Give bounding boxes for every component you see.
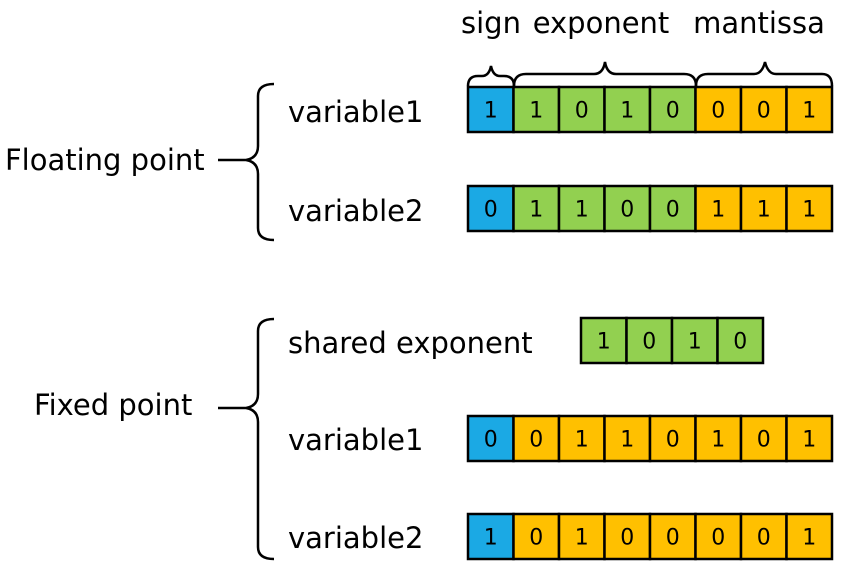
floating-variable2-bit-value: 0 bbox=[620, 198, 634, 223]
exponent-brace bbox=[512, 61, 698, 87]
floating-variable2-bit-value: 1 bbox=[757, 198, 771, 223]
fixed-variable1-bit-value: 0 bbox=[666, 428, 680, 453]
fixed-variable1-bit-value: 1 bbox=[711, 428, 725, 453]
fixed-variable1-bit-value: 0 bbox=[529, 428, 543, 453]
floating-variable1-mantissa-bit-cell bbox=[739, 85, 788, 134]
floating-point-label: Floating point bbox=[5, 143, 205, 177]
fixed-variable2-bit-value: 1 bbox=[802, 526, 816, 551]
fixed-variable1-mantissa-bit-cell bbox=[557, 414, 606, 463]
floating-variable1-bit-value: 0 bbox=[711, 99, 725, 124]
fixed-variable2-bit-value: 0 bbox=[711, 526, 725, 551]
floating-variable2-label: variable2 bbox=[288, 194, 424, 228]
fixed-variable1-bit-value: 0 bbox=[757, 428, 771, 453]
floating-variable1-bit-value: 0 bbox=[575, 99, 589, 124]
fixed-variable1-register: 0 0 1 1 0 1 0 1 bbox=[466, 414, 834, 463]
floating-variable1-exponent-bit-cell bbox=[648, 85, 697, 134]
floating-variable2-bit-value: 1 bbox=[575, 198, 589, 223]
fixed-variable1-sign-bit-cell bbox=[466, 414, 515, 463]
floating-variable2-exponent-bit-cell bbox=[512, 184, 561, 233]
fixed-variable1-bit-value: 1 bbox=[575, 428, 589, 453]
floating-variable1-bit-value: 1 bbox=[484, 99, 498, 124]
mantissa-brace bbox=[694, 61, 834, 87]
mantissa-label: mantissa bbox=[693, 6, 825, 40]
floating-variable1-bit-value: 1 bbox=[802, 99, 816, 124]
floating-variable1-mantissa-bit-cell bbox=[785, 85, 834, 134]
floating-variable1-exponent-bit-cell bbox=[557, 85, 606, 134]
floating-variable2-bit-value: 1 bbox=[711, 198, 725, 223]
floating-variable2-mantissa-bit-cell bbox=[785, 184, 834, 233]
floating-variable2-sign-bit-cell bbox=[466, 184, 515, 233]
floating-variable1-label: variable1 bbox=[288, 95, 424, 129]
shared-exponent-bit-value: 1 bbox=[597, 330, 611, 355]
floating-variable2-bit-value: 0 bbox=[666, 198, 680, 223]
floating-variable1-bit-value: 0 bbox=[666, 99, 680, 124]
floating-variable2-bit-value: 1 bbox=[802, 198, 816, 223]
fixed-variable1-bit-value: 1 bbox=[620, 428, 634, 453]
floating-variable1-bit-value: 1 bbox=[620, 99, 634, 124]
shared-exponent-bit-value: 0 bbox=[733, 330, 747, 355]
fixed-point-brace bbox=[218, 317, 275, 561]
floating-variable2-exponent-bit-cell bbox=[603, 184, 652, 233]
floating-variable1-register: 1 1 0 1 0 0 0 1 bbox=[466, 85, 834, 134]
fixed-variable2-mantissa-bit-cell bbox=[739, 512, 788, 561]
floating-variable2-bit-value: 1 bbox=[529, 198, 543, 223]
fixed-variable1-bit-value: 0 bbox=[484, 428, 498, 453]
fixed-variable2-mantissa-bit-cell bbox=[694, 512, 743, 561]
floating-variable1-bit-value: 0 bbox=[757, 99, 771, 124]
sign-brace bbox=[466, 65, 516, 87]
fixed-variable2-bit-value: 1 bbox=[575, 526, 589, 551]
fixed-variable2-bit-value: 1 bbox=[484, 526, 498, 551]
floating-point-brace bbox=[218, 82, 275, 242]
floating-variable2-register: 0 1 1 0 0 1 1 1 bbox=[466, 184, 834, 233]
fixed-variable1-mantissa-bit-cell bbox=[648, 414, 697, 463]
shared-exponent-exponent-bit-cell bbox=[670, 316, 719, 365]
fixed-variable2-bit-value: 0 bbox=[620, 526, 634, 551]
fixed-variable1-label: variable1 bbox=[288, 423, 424, 457]
floating-variable1-exponent-bit-cell bbox=[512, 85, 561, 134]
floating-variable1-sign-bit-cell bbox=[466, 85, 515, 134]
fixed-variable2-bit-value: 0 bbox=[666, 526, 680, 551]
shared-exponent-register: 1 0 1 0 bbox=[579, 316, 765, 365]
fixed-variable1-mantissa-bit-cell bbox=[785, 414, 834, 463]
fixed-variable1-bit-value: 1 bbox=[802, 428, 816, 453]
fixed-variable2-bit-value: 0 bbox=[529, 526, 543, 551]
exponent-label: exponent bbox=[532, 6, 670, 40]
fixed-variable1-mantissa-bit-cell bbox=[739, 414, 788, 463]
shared-exponent-exponent-bit-cell bbox=[716, 316, 765, 365]
fixed-variable2-register: 1 0 1 0 0 0 0 1 bbox=[466, 512, 834, 561]
shared-exponent-bit-value: 0 bbox=[642, 330, 656, 355]
fixed-variable2-label: variable2 bbox=[288, 521, 424, 555]
floating-variable2-bit-value: 0 bbox=[484, 198, 498, 223]
fixed-variable2-bit-value: 0 bbox=[757, 526, 771, 551]
shared-exponent-label: shared exponent bbox=[288, 326, 533, 360]
sign-label: sign bbox=[461, 6, 521, 40]
floating-variable1-bit-value: 1 bbox=[529, 99, 543, 124]
fixed-variable2-mantissa-bit-cell bbox=[785, 512, 834, 561]
fixed-variable2-mantissa-bit-cell bbox=[557, 512, 606, 561]
shared-exponent-exponent-bit-cell bbox=[579, 316, 628, 365]
fixed-point-label: Fixed point bbox=[34, 388, 193, 422]
shared-exponent-bit-value: 1 bbox=[688, 330, 702, 355]
